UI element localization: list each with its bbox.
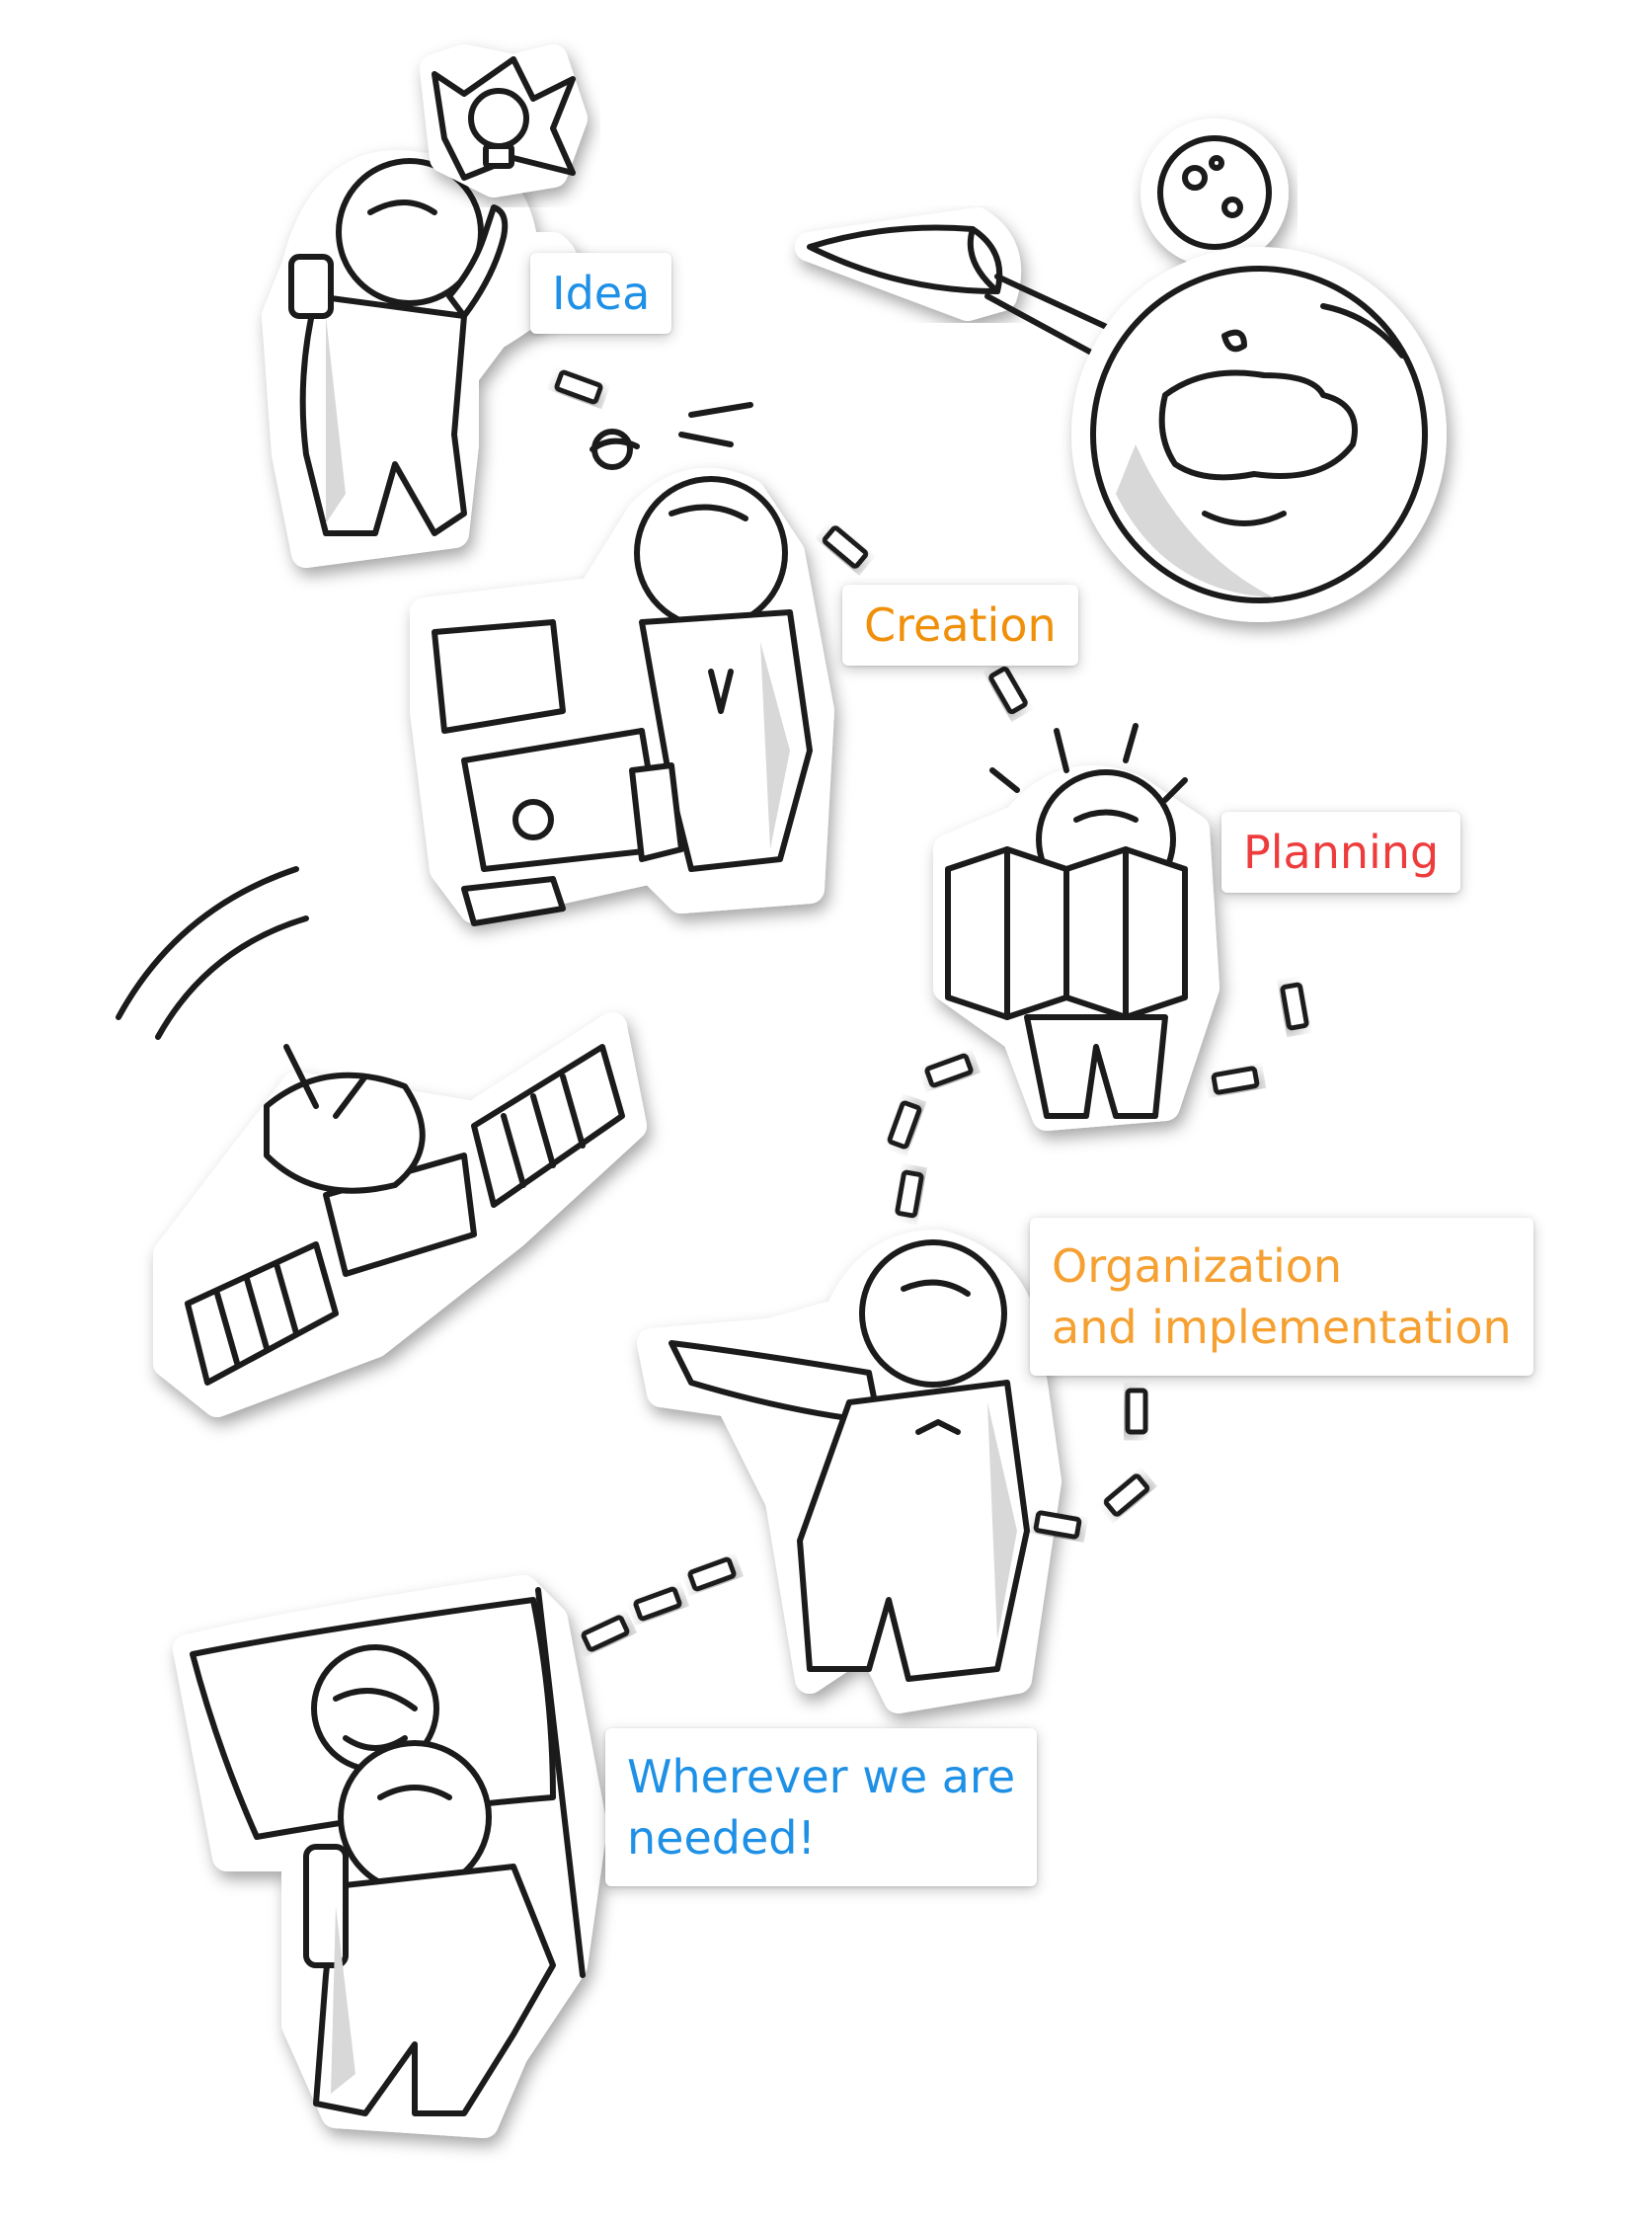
label-wherever-line1: Wherever we are: [627, 1750, 1016, 1803]
label-organization-line2: and implementation: [1052, 1301, 1512, 1354]
astronaut-flag-icon: [173, 1575, 607, 2138]
moon-icon: [1141, 119, 1289, 267]
label-wherever: Wherever we are needed!: [605, 1728, 1038, 1886]
label-planning-text: Planning: [1243, 826, 1440, 879]
astronaut-organization-icon: [637, 1230, 1062, 1713]
label-idea: Idea: [530, 253, 672, 334]
label-organization: Organization and implementation: [1030, 1218, 1534, 1376]
label-creation: Creation: [842, 585, 1078, 666]
astronaut-creation-icon: [410, 467, 834, 926]
label-planning: Planning: [1221, 812, 1461, 893]
label-wherever-line2: needed!: [627, 1811, 816, 1865]
light-bulb-icon: [420, 44, 588, 198]
label-idea-text: Idea: [552, 267, 651, 320]
connector-dashes: [554, 369, 1309, 1652]
rocket-icon: [795, 207, 1129, 363]
label-creation-text: Creation: [864, 598, 1057, 652]
planet-earth-icon: [1071, 247, 1447, 622]
label-organization-line1: Organization: [1052, 1239, 1343, 1293]
star-cluster-icon: [590, 402, 753, 470]
astronaut-planning-icon: [933, 723, 1219, 1131]
satellite-icon: [116, 866, 647, 1417]
astronaut-idea-icon: [262, 150, 580, 568]
